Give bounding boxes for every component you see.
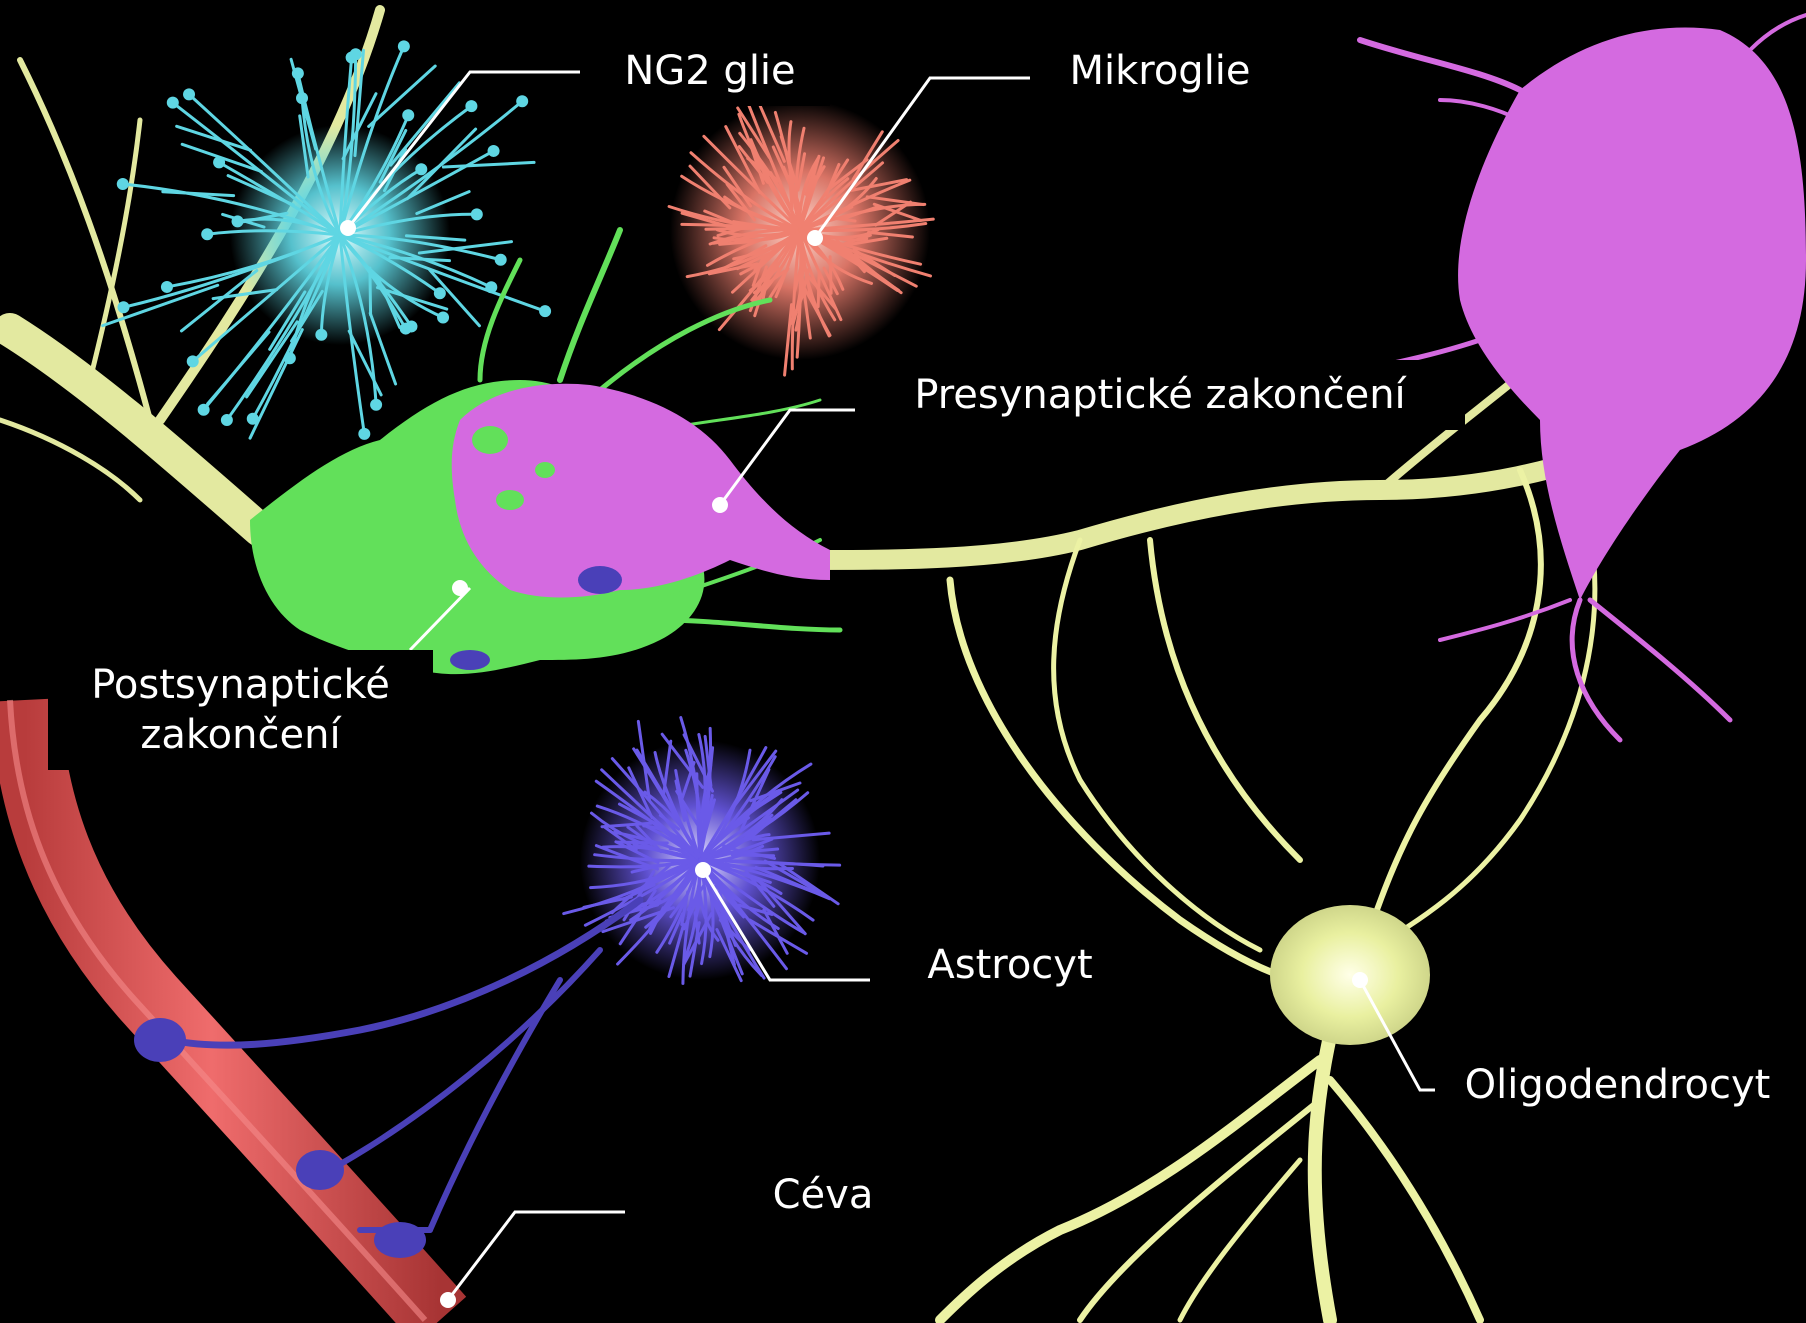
label-postsynaptic: Postsynaptické zakončení	[48, 650, 433, 770]
glial-process-tip	[183, 88, 195, 100]
glial-process-tip	[488, 145, 500, 157]
glial-process-tip	[296, 92, 308, 104]
glial-process-tip	[402, 109, 414, 121]
label-microglia: Mikroglie	[1030, 36, 1290, 106]
label-ng2-glia-text: NG2 glie	[604, 46, 816, 96]
glial-process-tip	[350, 48, 362, 60]
glial-subprocess	[830, 257, 831, 294]
glial-subprocess	[818, 272, 819, 306]
oligodendrocyte-soma	[1270, 905, 1430, 1045]
label-astrocyte: Astrocyt	[880, 930, 1140, 1000]
glial-process-tip	[465, 100, 477, 112]
label-astrocyte-text: Astrocyt	[894, 940, 1126, 990]
label-microglia-text: Mikroglie	[1044, 46, 1276, 96]
glial-process-tip	[284, 352, 296, 364]
glial-process-tip	[434, 287, 446, 299]
glial-subprocess	[617, 842, 667, 843]
glial-process-tip	[161, 281, 173, 293]
glial-subprocess	[370, 268, 371, 315]
glial-process-tip	[437, 311, 449, 323]
glial-process-tip	[471, 208, 483, 220]
glial-process-tip	[495, 254, 507, 266]
glial-process-tip	[415, 163, 427, 175]
glial-process-tip	[167, 97, 179, 109]
label-postsynaptic-line1: Postsynaptické	[62, 660, 419, 710]
glial-process-tip	[398, 40, 410, 52]
label-ng2-glia: NG2 glie	[590, 36, 830, 106]
glial-process-tip	[516, 95, 528, 107]
glial-subprocess	[369, 66, 436, 126]
microglia	[669, 100, 933, 375]
glial-process-tip	[187, 355, 199, 367]
glial-process-tip	[198, 404, 210, 416]
glial-process-tip	[117, 178, 129, 190]
glial-process-tip	[315, 329, 327, 341]
glial-process-tip	[539, 305, 551, 317]
label-presynaptic: Presynaptické zakončení	[855, 360, 1465, 430]
glial-process-tip	[221, 414, 233, 426]
glial-process-tip	[370, 399, 382, 411]
glial-subprocess	[670, 849, 687, 851]
ng2-glia	[103, 40, 551, 440]
label-presynaptic-text: Presynaptické zakončení	[869, 370, 1451, 420]
label-oligodendrocyte-text: Oligodendrocyt	[1454, 1060, 1781, 1110]
glial-process-tip	[485, 281, 497, 293]
glial-process-tip	[292, 67, 304, 79]
glial-process-tip	[118, 301, 130, 313]
oligodendrocyte	[940, 440, 1595, 1320]
label-oligodendrocyte: Oligodendrocyt	[1440, 1050, 1795, 1120]
glial-process-tip	[247, 413, 259, 425]
glial-subprocess	[443, 162, 534, 167]
glial-process-tip	[400, 323, 412, 335]
label-postsynaptic-line2: zakončení	[62, 710, 419, 760]
label-vessel-text: Céva	[642, 1170, 1004, 1220]
glial-subprocess	[163, 192, 234, 196]
label-vessel: Céva	[628, 1160, 1018, 1230]
glial-process-tip	[201, 228, 213, 240]
glial-process-tip	[358, 428, 370, 440]
